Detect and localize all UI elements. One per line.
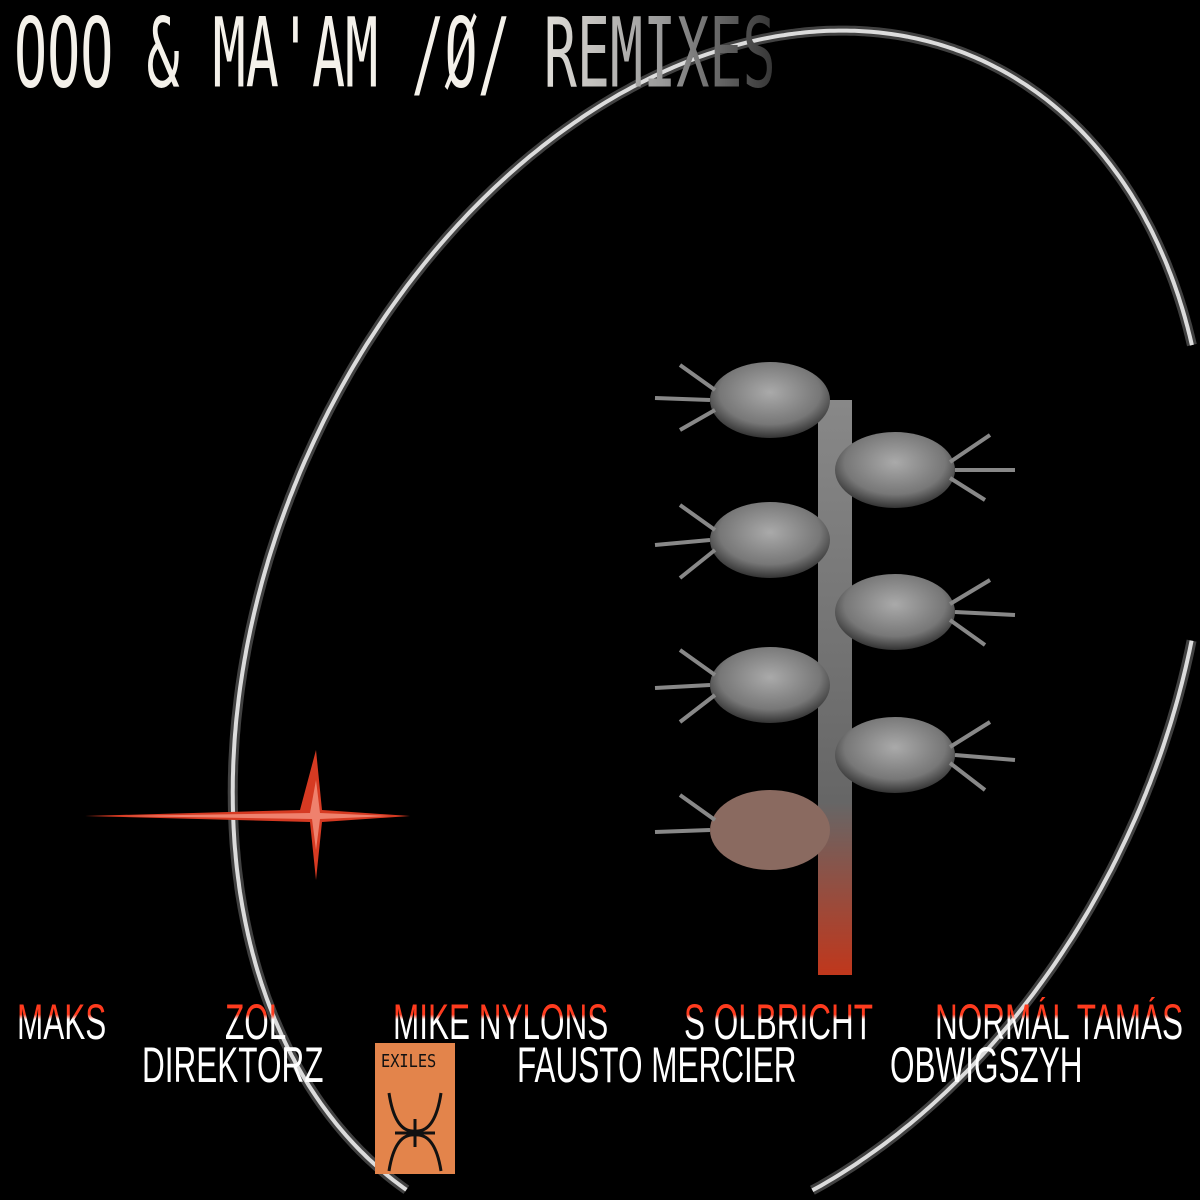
artist-name: FAUSTO MERCIER: [517, 1037, 797, 1093]
exiles-label-logo: EXILES: [375, 1043, 455, 1174]
artist-name: MIKE NYLONS: [393, 994, 609, 1050]
red-star-sparkle: [85, 750, 410, 880]
artist-name: S OLBRICHT: [684, 994, 874, 1050]
artist-name: MAKS: [17, 994, 107, 1050]
artist-name: ZOL: [225, 994, 287, 1050]
ellipse-outline: [227, 25, 1197, 1195]
plant-illustration: [654, 362, 1016, 975]
label-name: EXILES: [381, 1051, 437, 1072]
artist-name: DIREKTORZ: [142, 1037, 324, 1093]
artist-name: OBWIGSZYH: [890, 1037, 1083, 1093]
exiles-symbol-icon: [387, 1092, 443, 1172]
artist-name: NORMÁL TAMÁS: [935, 994, 1183, 1050]
album-title: OOO & MA'AM /Ø/ REMIXES: [14, 0, 776, 110]
